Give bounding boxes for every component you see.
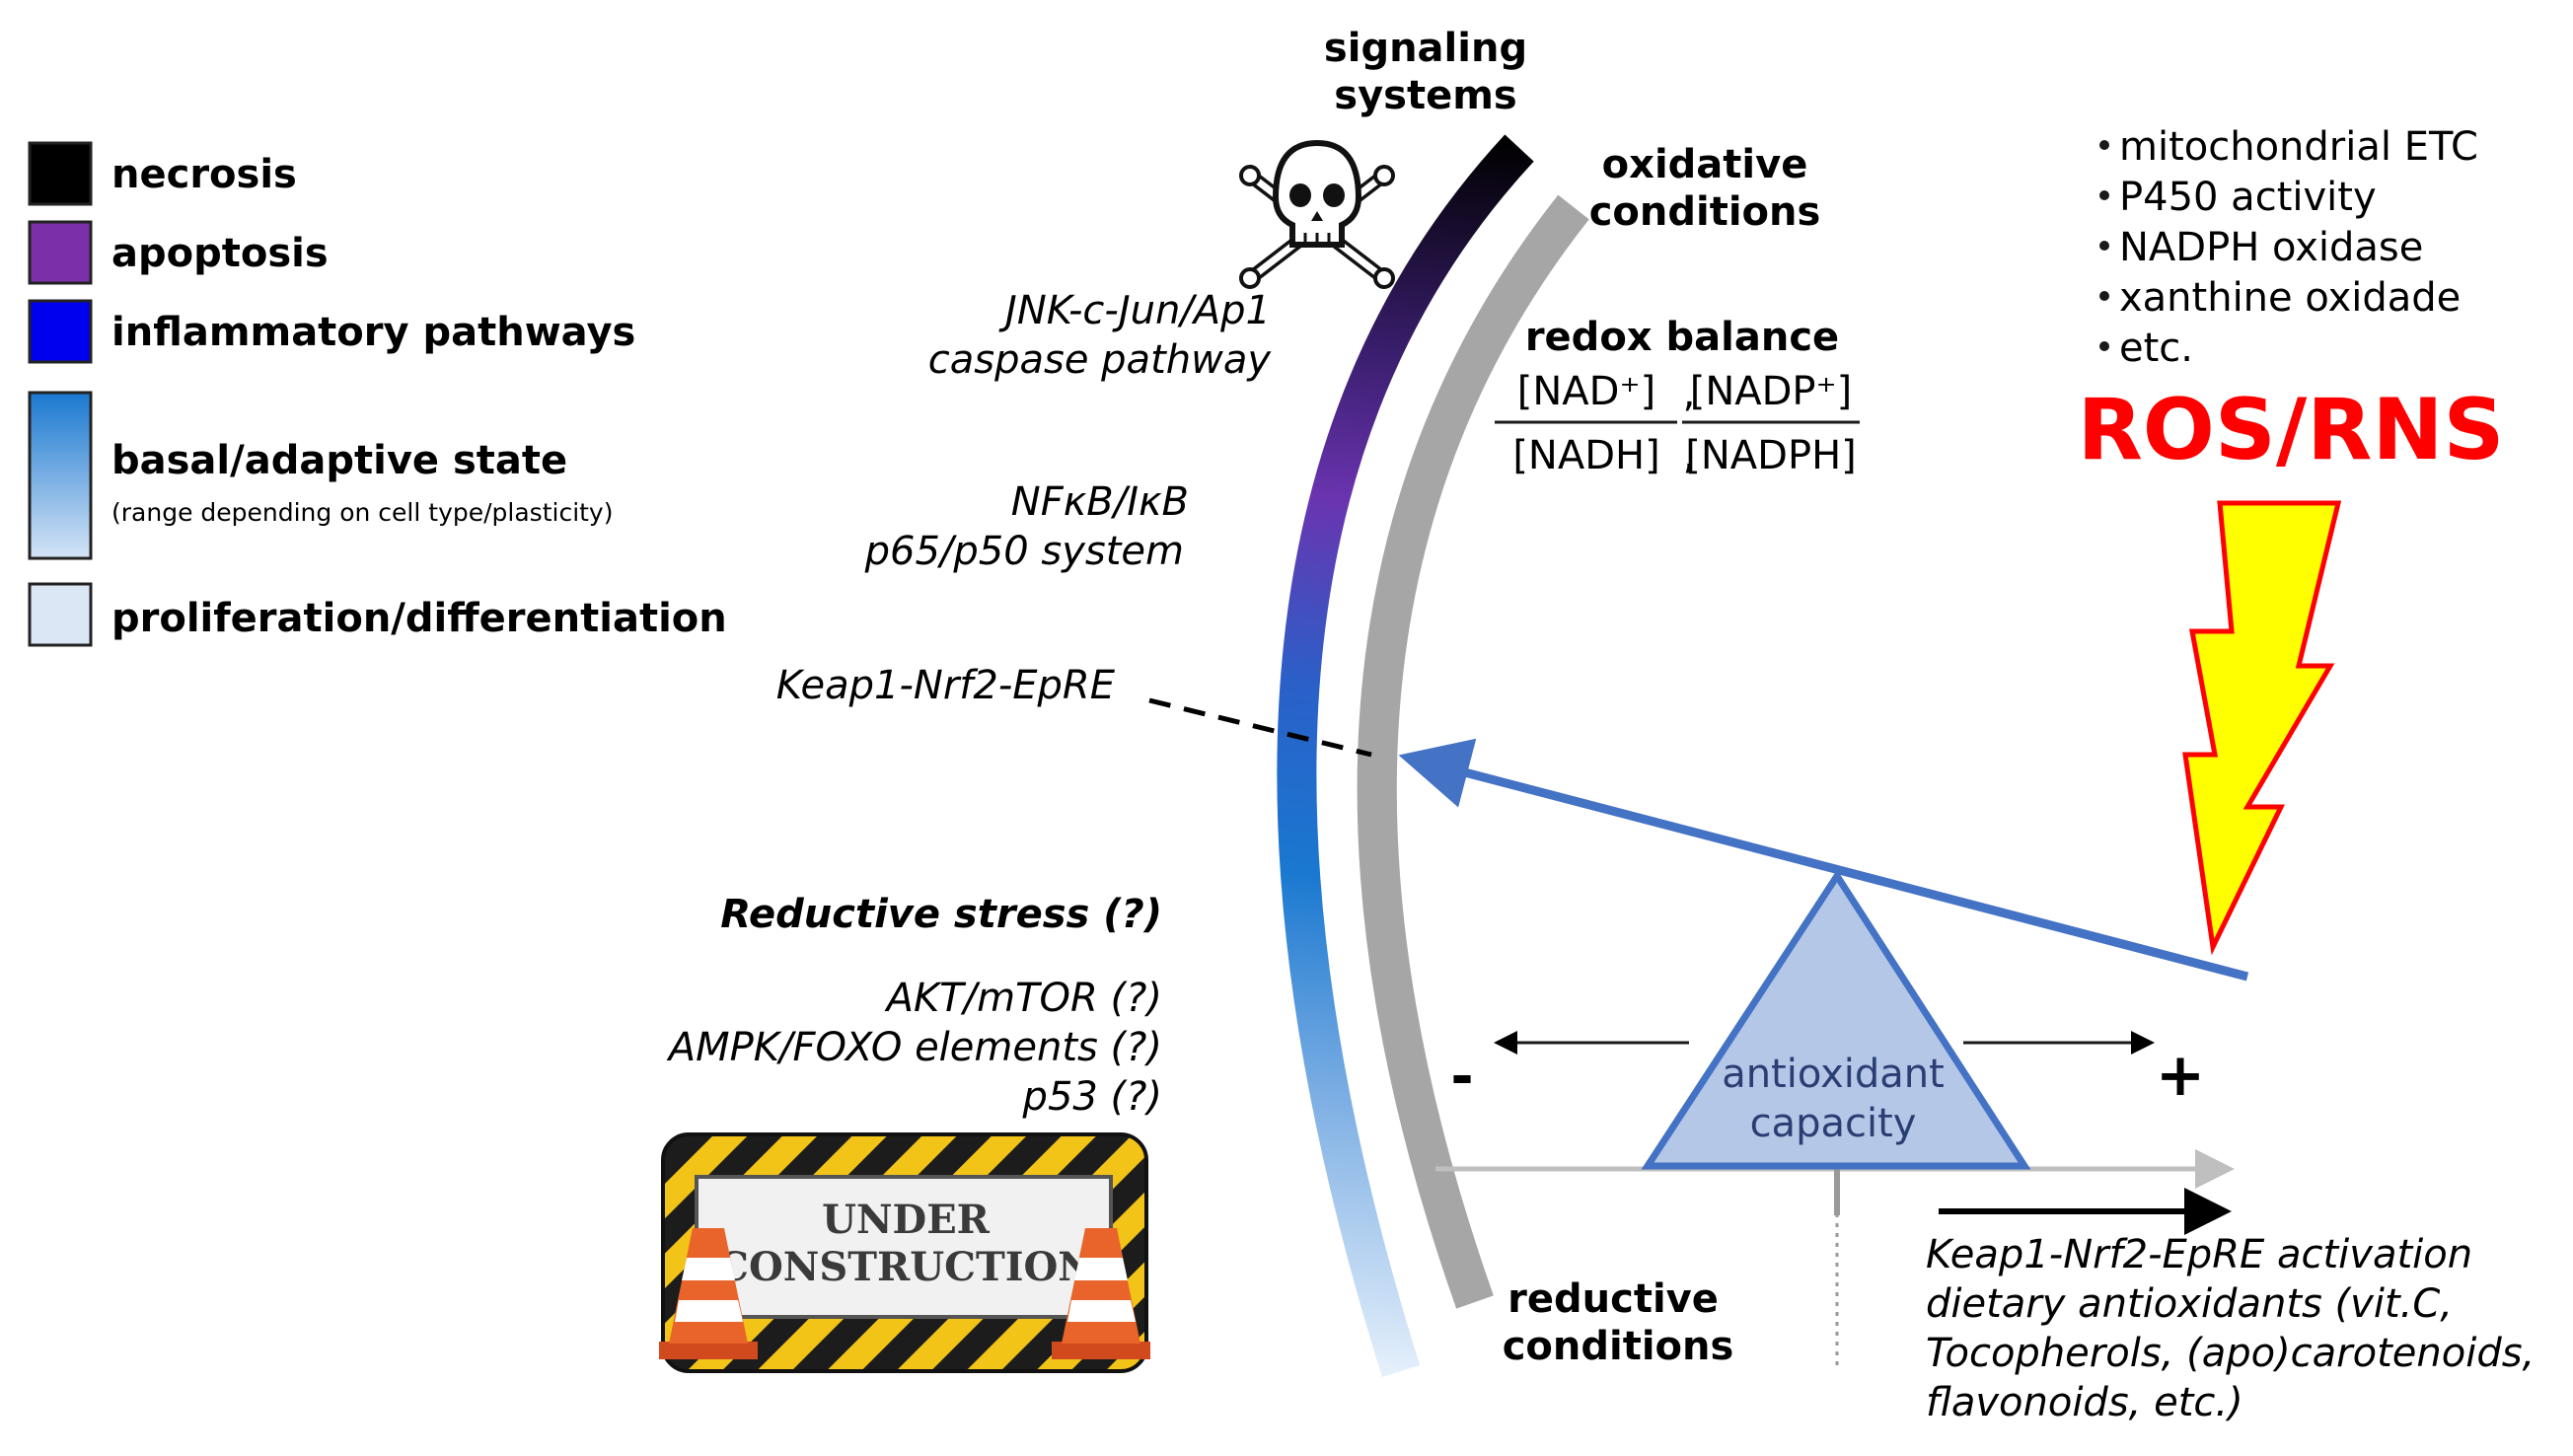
nadp-plus: [NADP⁺] <box>1690 369 1853 414</box>
keap-nrf2-label: Keap1-Nrf2-EpRE <box>776 663 1116 708</box>
plus-sign: + <box>2156 1041 2205 1110</box>
akt-mtor-label: AKT/mTOR (?) <box>884 976 1162 1021</box>
legend-swatch-proliferation <box>28 582 93 647</box>
nad-plus: [NAD⁺] <box>1517 369 1655 414</box>
source-item-3: NADPH oxidase <box>2119 225 2423 270</box>
redox-separator-top: , <box>1683 371 1696 416</box>
redox-gray-arc <box>1357 194 1589 1309</box>
legend-label-necrosis: necrosis <box>111 152 297 197</box>
oxidative-conditions-label-line1: oxidative <box>1602 142 1808 187</box>
oxidative-conditions-label-line2: conditions <box>1589 189 1821 235</box>
activation-text-line4: flavonoids, etc.) <box>1926 1380 2243 1425</box>
signaling-systems-label-line2: systems <box>1334 73 1516 118</box>
legend-label-basal: basal/adaptive state <box>111 438 567 483</box>
signaling-systems-label-line1: signaling <box>1324 26 1527 71</box>
nadh: [NADH] <box>1512 433 1659 478</box>
balance-lever-arrow <box>1398 738 2249 982</box>
legend-label-apoptosis: apoptosis <box>111 231 329 276</box>
source-item-1: mitochondrial ETC <box>2119 124 2478 170</box>
legend: necrosis apoptosis inflammatory pathways… <box>28 141 727 647</box>
antioxidant-capacity-fulcrum <box>1641 869 2031 1170</box>
reductive-stress-label: Reductive stress (?) <box>720 892 1162 937</box>
lightning-bolt-icon <box>2182 500 2342 956</box>
legend-sublabel-basal: (range depending on cell type/plasticity… <box>111 498 613 527</box>
sign-text-line1: UNDER <box>822 1197 991 1243</box>
ampk-foxo-label: AMPK/FOXO elements (?) <box>666 1025 1162 1070</box>
legend-label-inflammatory: inflammatory pathways <box>111 310 635 355</box>
jnk-pathway-label-line2: caspase pathway <box>928 337 1273 383</box>
redox-separator-bottom: , <box>1683 433 1696 478</box>
source-item-4: xanthine oxidade <box>2119 275 2461 321</box>
under-construction-sign: UNDER CONSTRUCTION <box>659 1132 1150 1373</box>
nadph: [NADPH] <box>1685 433 1857 478</box>
reductive-conditions-label-line1: reductive <box>1507 1276 1719 1322</box>
activation-text-line2: dietary antioxidants (vit.C, <box>1926 1281 2453 1327</box>
activation-text-line3: Tocopherols, (apo)carotenoids, <box>1926 1331 2535 1376</box>
fulcrum-label-line1: antioxidant <box>1722 1052 1945 1097</box>
source-item-2: P450 activity <box>2119 175 2377 220</box>
jnk-pathway-label-line1: JNK-c-Jun/Ap1 <box>998 288 1271 333</box>
nfkb-pathway-label-line1: NFκB/IκB <box>1011 479 1189 525</box>
traffic-cone-left-icon <box>659 1228 758 1359</box>
signaling-gradient-arc <box>1277 134 1534 1377</box>
source-item-5: etc. <box>2119 326 2193 371</box>
p53-label: p53 (?) <box>1022 1074 1162 1120</box>
legend-swatch-inflammatory <box>28 299 93 364</box>
ros-sources-list: mitochondrial ETC P450 activity NADPH ox… <box>2099 124 2478 371</box>
activation-text-line1: Keap1-Nrf2-EpRE activation <box>1926 1232 2472 1277</box>
redox-balance-title: redox balance <box>1525 315 1839 360</box>
fulcrum-label-line2: capacity <box>1750 1101 1917 1146</box>
nfkb-pathway-label-line2: p65/p50 system <box>864 529 1184 574</box>
ros-rns-label: ROS/RNS <box>2078 381 2505 479</box>
legend-swatch-basal <box>28 391 93 560</box>
legend-label-proliferation: proliferation/differentiation <box>111 596 727 641</box>
reductive-conditions-label-line2: conditions <box>1503 1324 1734 1369</box>
legend-swatch-necrosis <box>28 141 93 206</box>
sign-text-line2: CONSTRUCTION <box>717 1244 1094 1290</box>
legend-swatch-apoptosis <box>28 220 93 285</box>
keap-dashed-line <box>1148 697 1372 758</box>
skull-crossbones-icon <box>1239 139 1395 289</box>
minus-sign: - <box>1450 1045 1473 1109</box>
traffic-cone-right-icon <box>1052 1228 1150 1359</box>
